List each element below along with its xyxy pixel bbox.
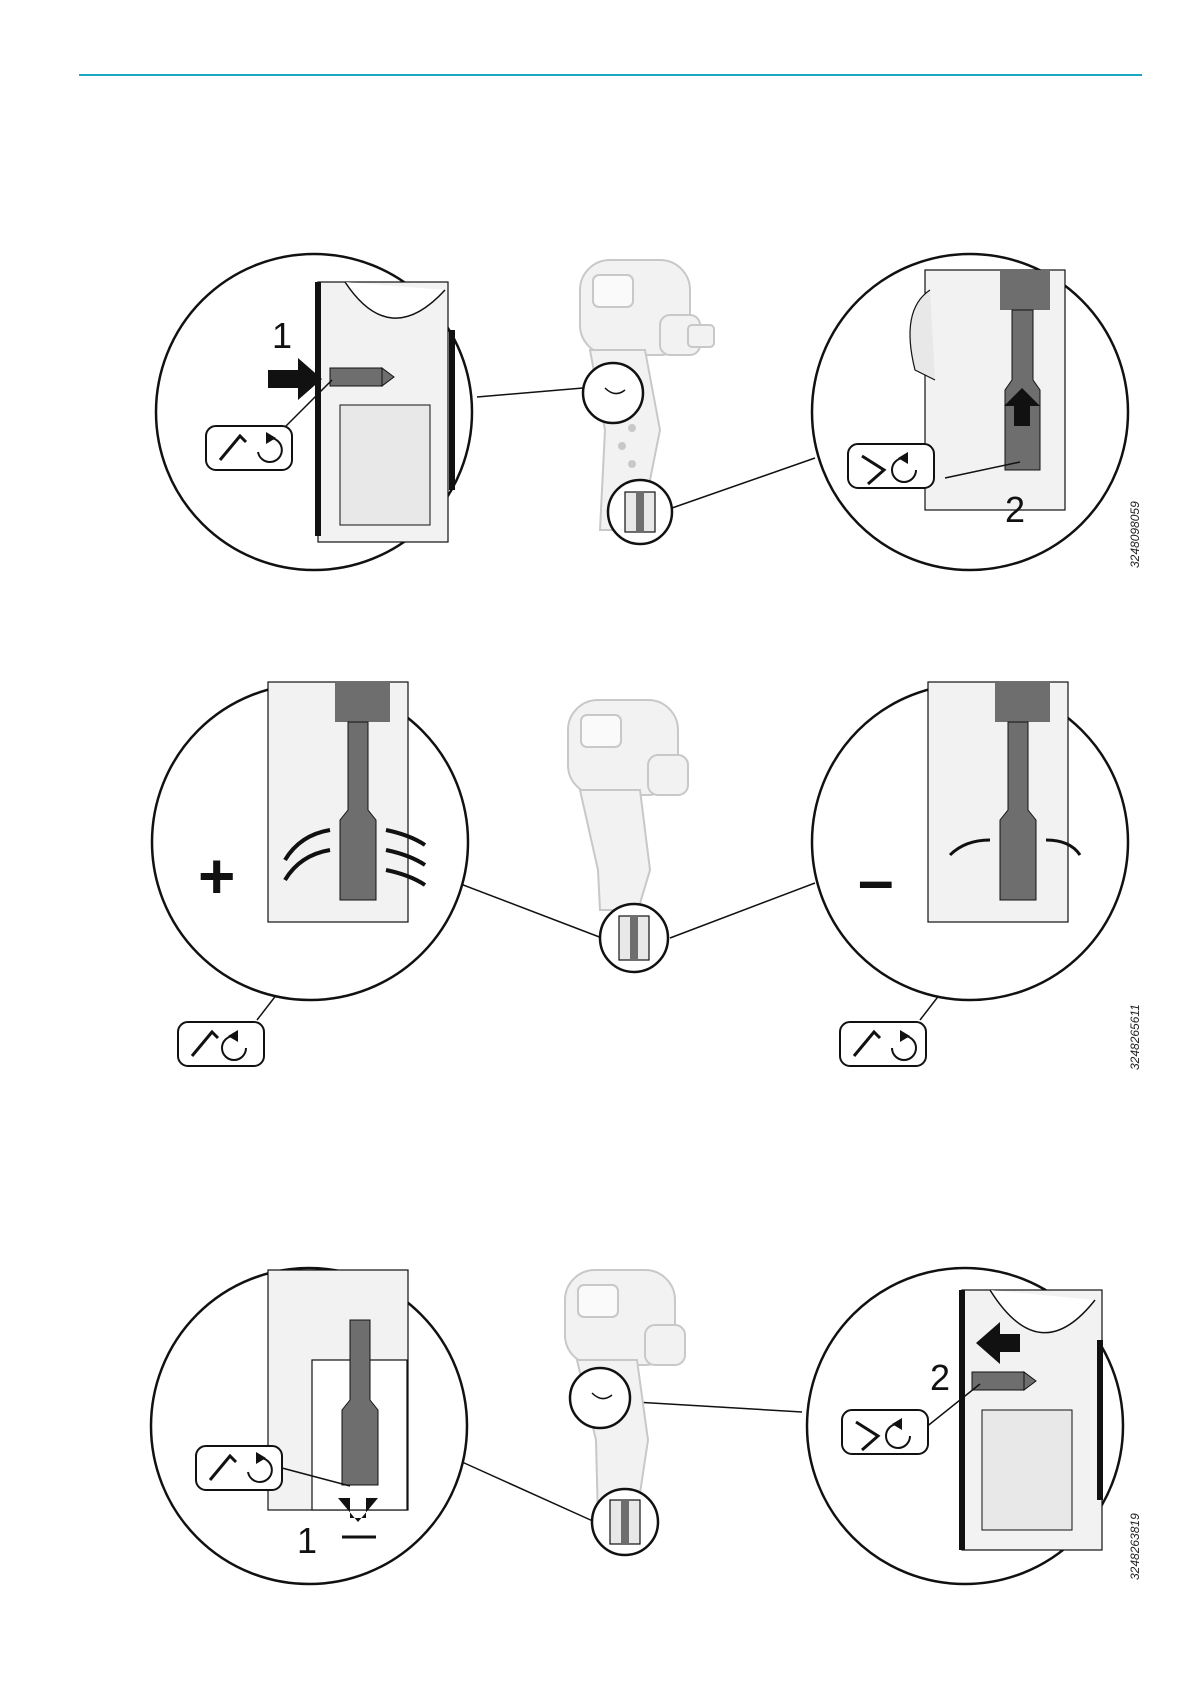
tool-callout-side xyxy=(570,1368,630,1428)
leader-line xyxy=(458,883,602,938)
figure-airflow-adjust: + – xyxy=(0,670,1191,1090)
figure-reinstall: 1 2 xyxy=(0,1250,1191,1590)
impact-wrench-illustration xyxy=(568,700,688,910)
detail-circle-left: 1 xyxy=(151,1268,467,1584)
figure-id: 3248263819 xyxy=(1128,1513,1142,1580)
leader-line xyxy=(670,883,815,938)
hex-key-clockwise-icon xyxy=(206,426,292,470)
figure-id: 3248265611 xyxy=(1128,1004,1142,1070)
detail-circle-plus: + xyxy=(152,682,468,1000)
decrease-sign: – xyxy=(858,844,894,916)
figure-2-illustration: + – xyxy=(0,670,1191,1090)
hex-key-counterclockwise-icon xyxy=(848,444,934,488)
leader-line xyxy=(635,1402,802,1412)
step-number-1: 1 xyxy=(297,1520,317,1561)
tool-callout-bottom xyxy=(608,480,672,544)
hex-key-clockwise-icon xyxy=(840,1022,926,1066)
hex-key-clockwise-icon xyxy=(196,1446,282,1490)
detail-circle-left: 1 xyxy=(156,254,472,570)
tool-callout-bottom xyxy=(600,904,668,972)
leader-line xyxy=(462,1462,595,1522)
increase-sign: + xyxy=(198,840,235,912)
hex-key-counterclockwise-icon xyxy=(842,1410,928,1454)
detail-circle-right: 2 xyxy=(812,254,1128,570)
tool-callout-side xyxy=(583,363,643,423)
hex-key-counterclockwise-icon xyxy=(178,1022,264,1066)
detail-circle-minus: – xyxy=(812,682,1128,1000)
tool-callout-bottom xyxy=(592,1489,658,1555)
figure-id: 3248098059 xyxy=(1128,501,1142,568)
step-number-1: 1 xyxy=(272,315,292,356)
step-number-2: 2 xyxy=(1005,489,1025,530)
figure-remove-and-insert: 1 2 xyxy=(0,230,1191,590)
leader-line xyxy=(477,388,583,397)
header-rule xyxy=(79,74,1142,76)
figure-1-illustration: 1 2 xyxy=(0,230,1191,590)
leader-line xyxy=(672,458,815,508)
figure-3-illustration: 1 2 xyxy=(0,1250,1191,1590)
step-number-2: 2 xyxy=(930,1357,950,1398)
detail-circle-right: 2 xyxy=(807,1268,1123,1584)
